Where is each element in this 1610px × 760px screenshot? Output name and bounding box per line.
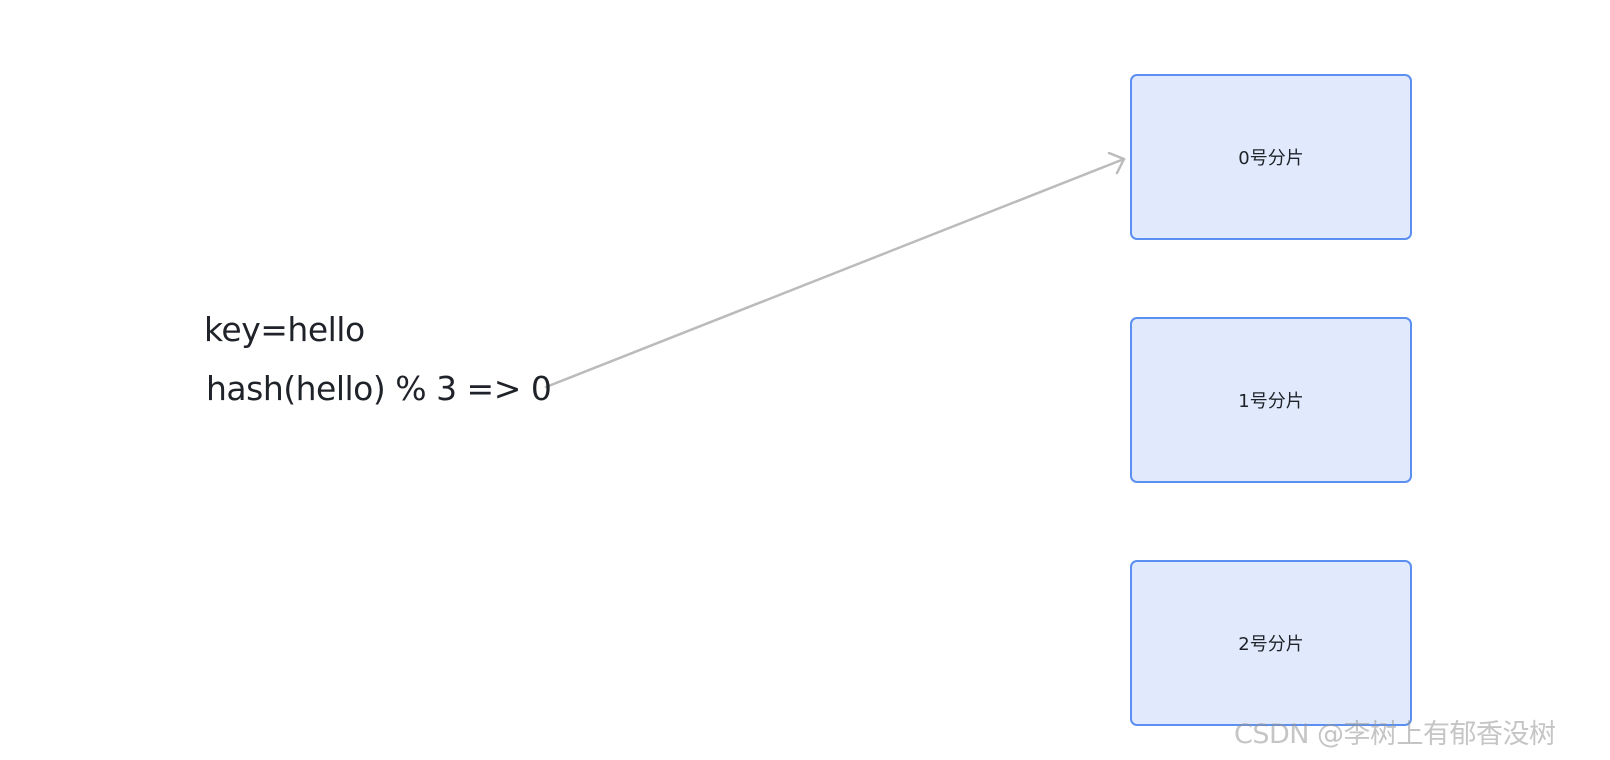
shard-2-label: 2号分片 [1238,634,1304,655]
shard-2-box[interactable]: 2号分片 [1130,560,1412,726]
arrow-head [1107,151,1126,175]
shard-0-label: 0号分片 [1238,148,1304,169]
shard-0-box[interactable]: 0号分片 [1130,74,1412,240]
hash-expression-text: hash(hello) % 3 => 0 [206,369,552,408]
key-text: key=hello [204,310,365,349]
shard-1-box[interactable]: 1号分片 [1130,317,1412,483]
watermark-text: CSDN @李树上有郁香没树 [1234,719,1556,750]
shard-1-label: 1号分片 [1238,391,1304,412]
arrow-line [544,157,1126,389]
